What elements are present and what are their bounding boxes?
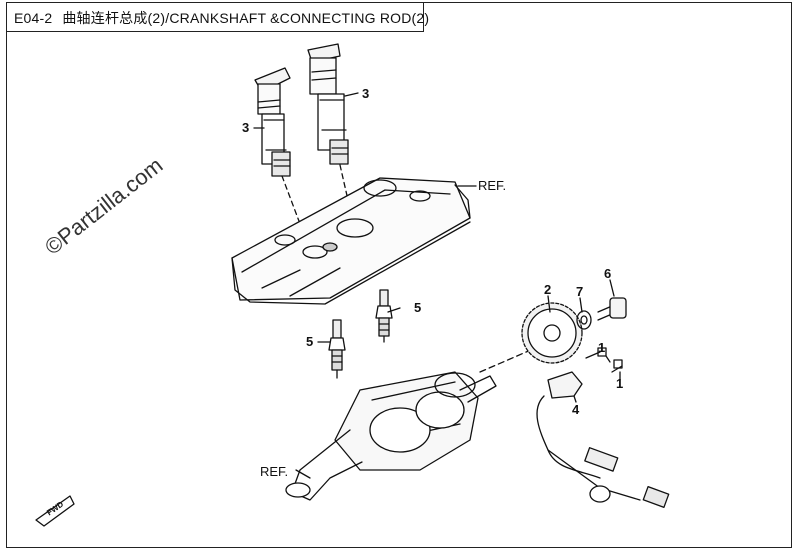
callout-sensor: 4 xyxy=(572,402,580,417)
diagram-title: 曲轴连杆总成(2)/CRANKSHAFT &CONNECTING ROD(2) xyxy=(62,10,430,26)
callout-plug-right: 5 xyxy=(414,300,422,315)
page-title: E04-2 曲轴连杆总成(2)/CRANKSHAFT &CONNECTING RO… xyxy=(14,8,429,28)
callout-crank-ref: REF. xyxy=(260,464,289,479)
cylinder-head-cover xyxy=(231,177,471,305)
callout-bolt-low: 1 xyxy=(616,376,624,391)
bolt-low xyxy=(613,359,623,369)
spark-plug-left xyxy=(328,319,346,379)
callout-coil-upper: 3 xyxy=(362,86,370,101)
callout-cover-ref: REF. xyxy=(478,178,507,193)
callout-bolt-mid: 1 xyxy=(598,340,606,355)
timing-sprocket xyxy=(521,302,583,364)
spark-plug-right xyxy=(375,289,393,343)
diagram-code: E04-2 xyxy=(14,10,53,26)
washer xyxy=(576,310,592,330)
fwd-arrow xyxy=(35,495,75,527)
ignition-coil-right xyxy=(307,43,349,165)
callout-plug-left: 5 xyxy=(306,334,314,349)
callout-washer: 7 xyxy=(576,284,584,299)
bolt-top xyxy=(597,297,627,321)
crankshaft xyxy=(285,345,541,501)
callout-bolt-top: 6 xyxy=(604,266,612,281)
callout-coil-lower: 3 xyxy=(242,120,250,135)
title-box xyxy=(6,2,424,32)
ignition-coil-left xyxy=(254,67,291,177)
crank-sensor xyxy=(536,371,670,508)
callout-sprocket: 2 xyxy=(544,282,552,297)
